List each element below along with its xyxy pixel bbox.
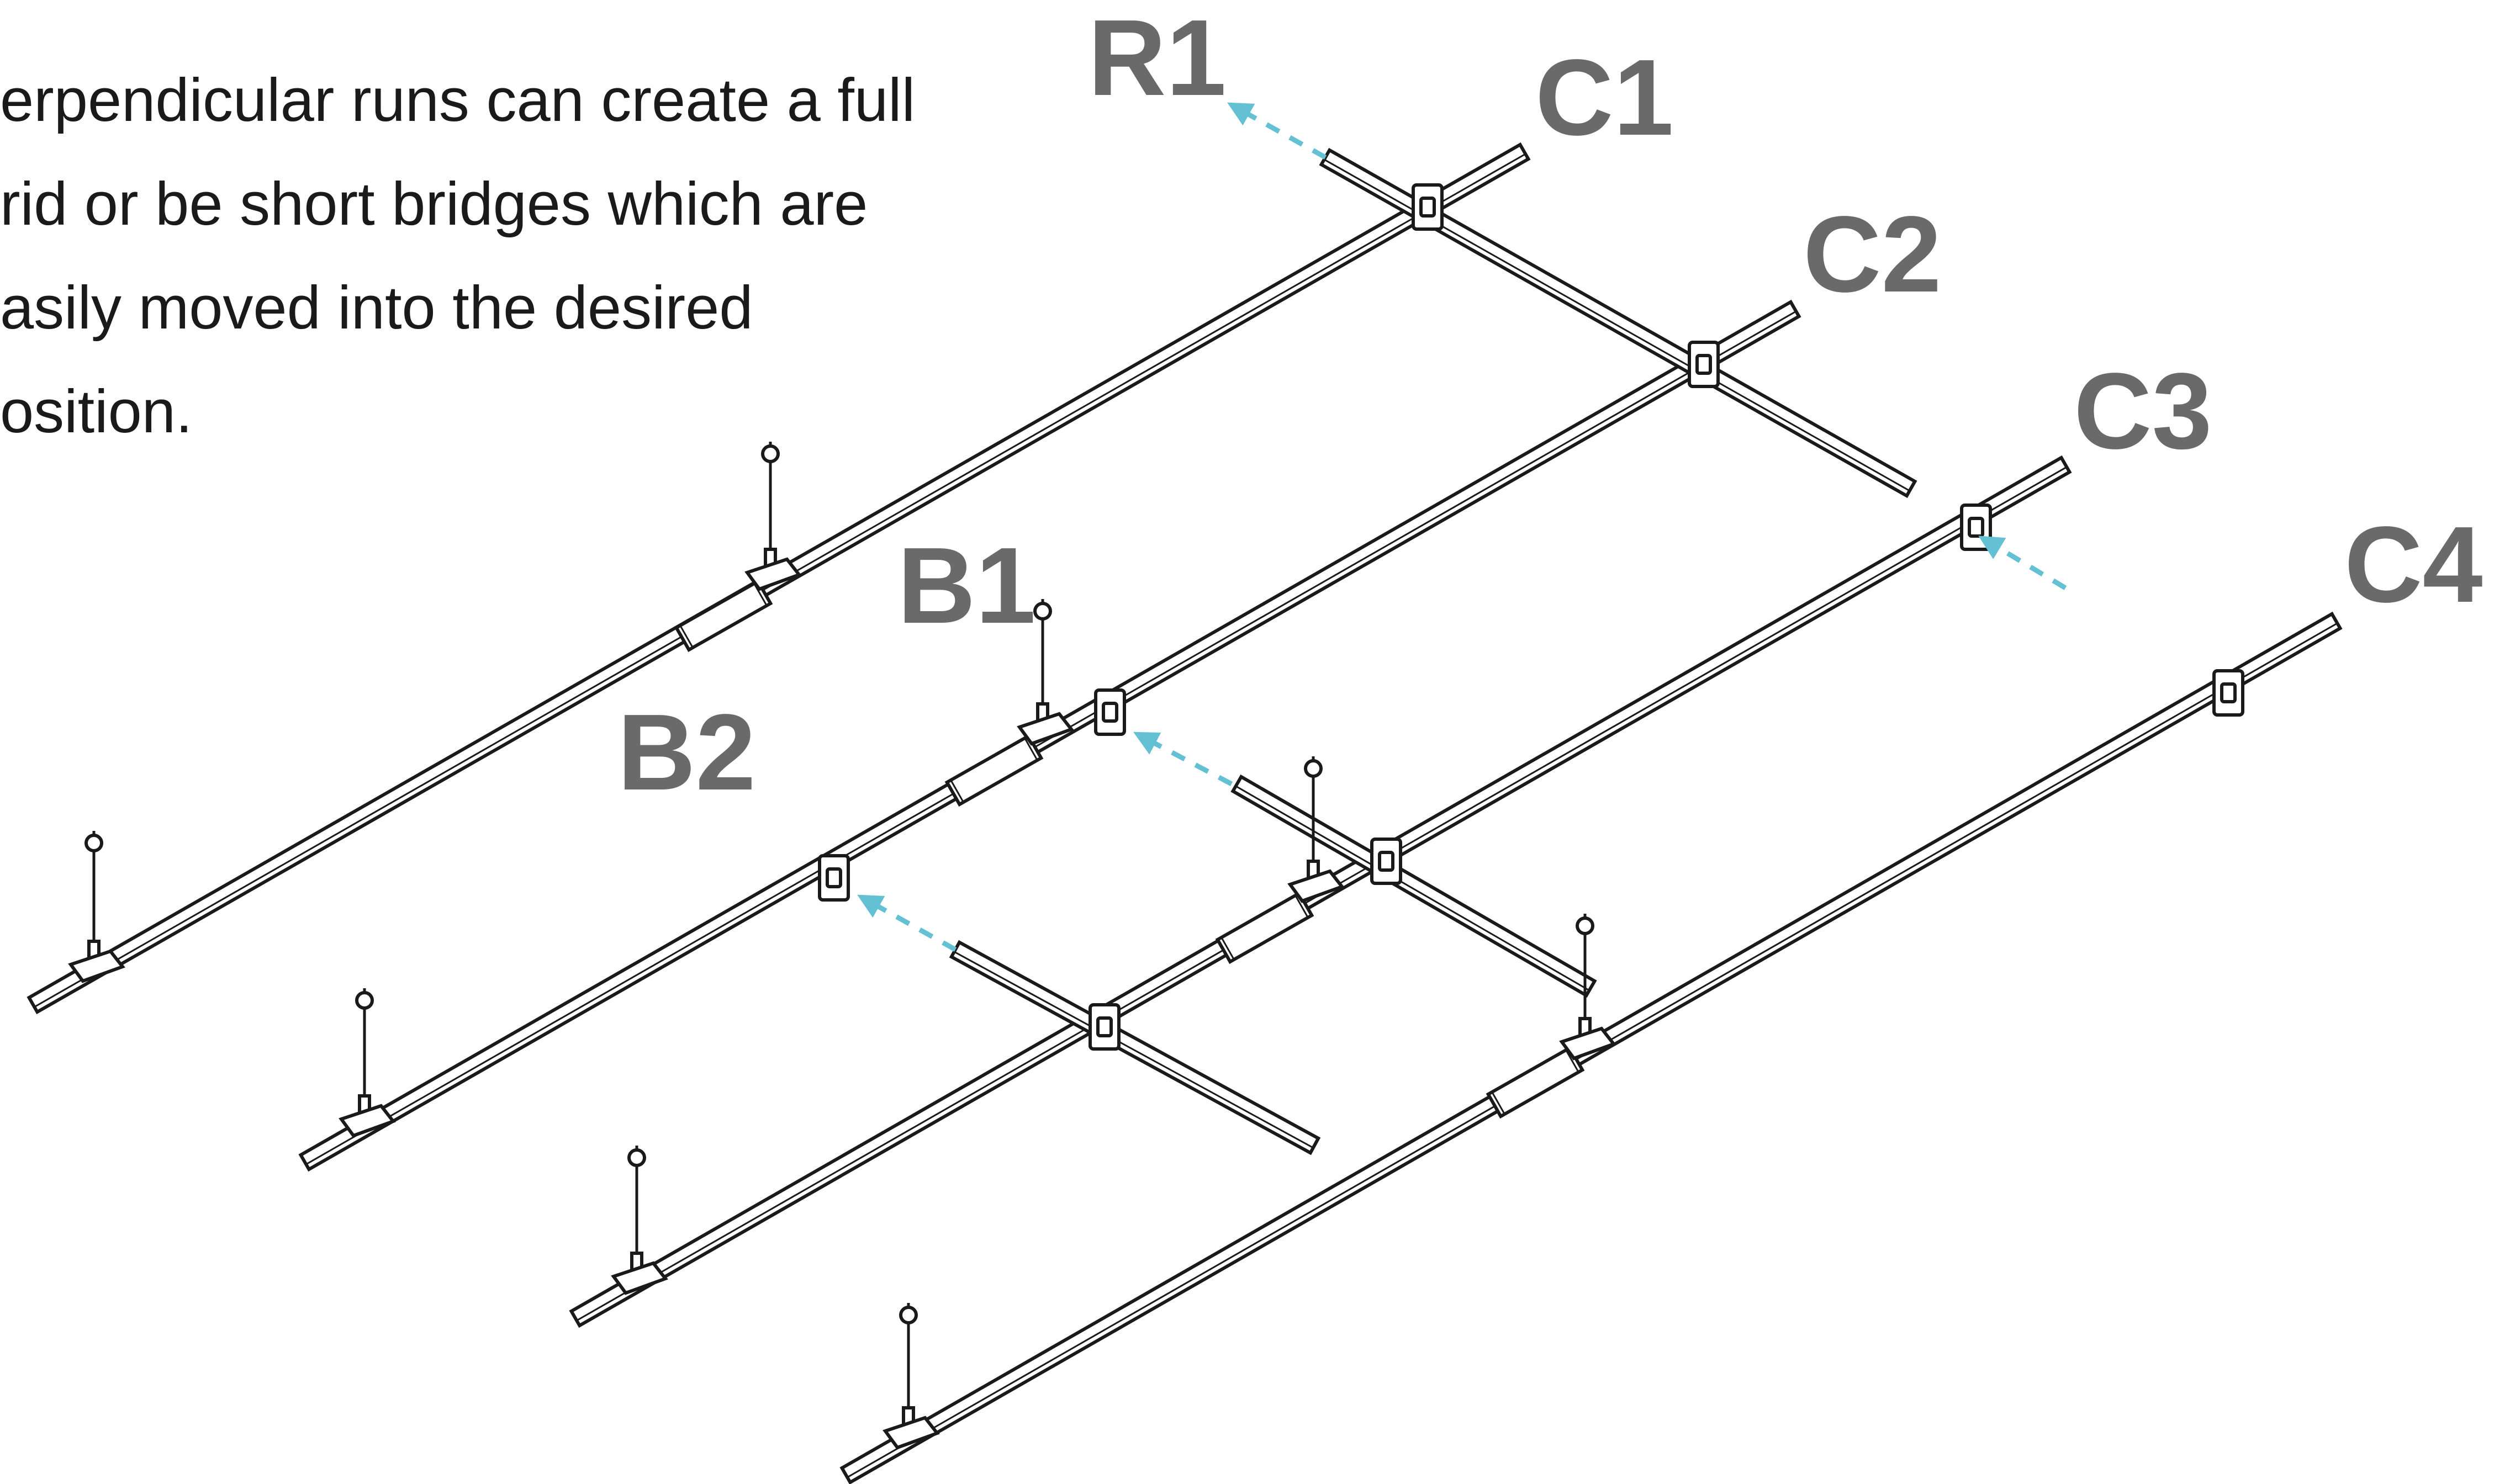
clip-b2-c3 — [1089, 1003, 1121, 1051]
clip-r1-c1 — [1412, 183, 1444, 231]
splice-sleeve-c1 — [674, 579, 773, 653]
splice-sleeve-c2 — [944, 733, 1044, 807]
description-line-1: erpendicular runs can create a full — [0, 66, 916, 134]
description-text: erpendicular runs can create a full rid … — [0, 49, 939, 464]
arrow-b1 — [1133, 732, 1233, 786]
hanger-c3-mid — [1287, 756, 1345, 903]
splice-sleeve-c4 — [1486, 1045, 1585, 1119]
hanger-c4-left — [883, 1303, 940, 1450]
label-c2: C2 — [1803, 194, 1942, 315]
label-c1: C1 — [1535, 37, 1674, 158]
clip-c4 — [2212, 669, 2244, 717]
bridge-b1 — [1230, 774, 1597, 998]
hangers-group — [68, 442, 1616, 1450]
clip-b1-c3 — [1370, 838, 1402, 885]
label-b2: B2 — [617, 692, 756, 813]
label-c3: C3 — [2074, 351, 2212, 471]
hanger-c2-left — [339, 988, 396, 1138]
arrow-r1 — [1227, 102, 1327, 160]
clip-r1-c2 — [1688, 341, 1720, 388]
hanger-c4-mid — [1559, 914, 1616, 1061]
hanger-c1-mid — [744, 442, 802, 591]
clip-b1-c2 — [1094, 688, 1126, 736]
description-line-3: asily moved into the desired — [0, 274, 753, 342]
hanger-c1-left — [68, 831, 125, 983]
arrow-b2 — [857, 894, 957, 952]
arrows-group — [857, 102, 2067, 952]
hanger-c3-left — [611, 1146, 668, 1295]
label-c4: C4 — [2344, 504, 2483, 625]
splice-sleeve-c3 — [1215, 891, 1314, 964]
arrow-c3 — [1978, 536, 2067, 590]
label-r1: R1 — [1088, 0, 1227, 118]
clip-b2-c2 — [818, 854, 850, 902]
rails-group — [27, 142, 2343, 1484]
label-b1: B1 — [897, 525, 1036, 646]
bridge-b2 — [949, 940, 1321, 1156]
hanger-c2-mid — [1017, 599, 1074, 746]
description-line-2: rid or be short bridges which are — [0, 170, 868, 238]
description-line-4: osition. — [0, 378, 193, 446]
